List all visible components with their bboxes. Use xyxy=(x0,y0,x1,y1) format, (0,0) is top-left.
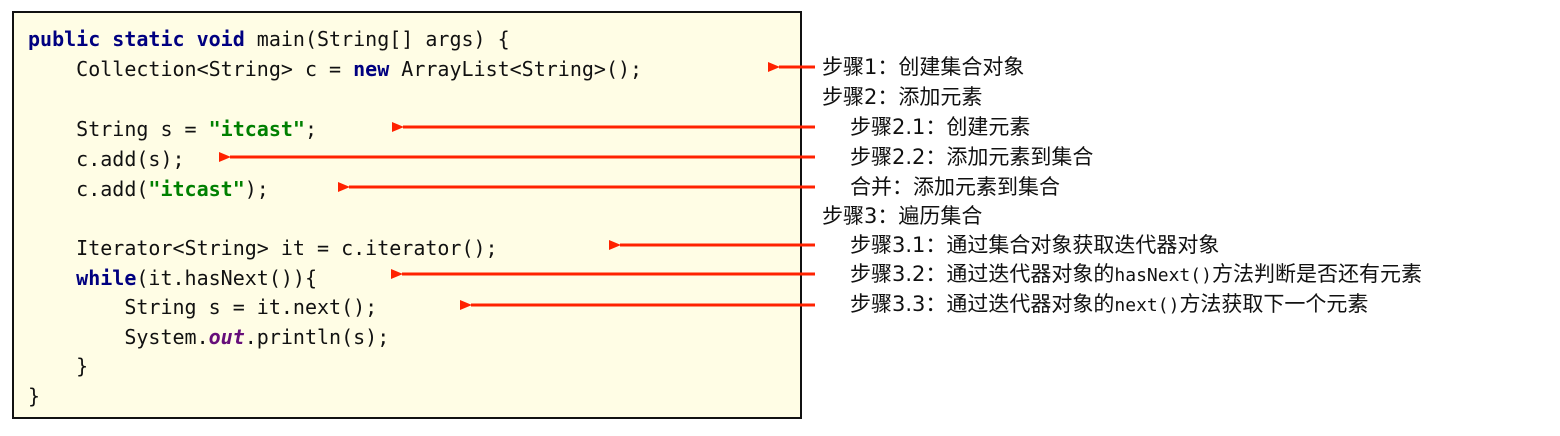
code-text: ; xyxy=(304,117,317,141)
code-text: c.add( xyxy=(28,177,149,201)
note-step-3-1: 步骤3.1：通过集合对象获取迭代器对象 xyxy=(850,233,1220,257)
note-text: 步骤3.2：通过迭代器对象的 xyxy=(850,262,1115,286)
code-text: String s = it.next(); xyxy=(28,295,378,319)
code-text: main(String[] args) { xyxy=(244,27,510,51)
code-text: ArrayList<String>(); xyxy=(389,57,643,81)
keyword: public static void xyxy=(28,27,245,51)
static-field: out xyxy=(208,325,245,349)
code-line-println: System.out.println(s); xyxy=(28,325,389,349)
code-text: } xyxy=(28,384,41,408)
code-panel: public static void main(String[] args) {… xyxy=(12,11,802,419)
code-text: System. xyxy=(28,325,209,349)
code-text: String s = xyxy=(28,117,209,141)
keyword: new xyxy=(353,57,390,81)
keyword: while xyxy=(76,266,137,290)
inline-code: next() xyxy=(1114,295,1180,316)
code-text: } xyxy=(28,354,89,378)
code-line-create-collection: Collection<String> c = new ArrayList<Str… xyxy=(28,57,642,81)
note-step-1: 步骤1：创建集合对象 xyxy=(822,55,1025,79)
code-line-close-method: } xyxy=(28,384,40,408)
code-text: Iterator<String> it = c.iterator(); xyxy=(28,236,498,260)
note-step-2-1: 步骤2.1：创建元素 xyxy=(850,115,1031,139)
code-line-add-literal: c.add("itcast"); xyxy=(28,177,269,201)
code-line-create-string: String s = "itcast"; xyxy=(28,117,317,141)
string-literal: "itcast" xyxy=(208,117,305,141)
note-step-3-2: 步骤3.2：通过迭代器对象的hasNext()方法判断是否还有元素 xyxy=(850,261,1422,287)
code-line-while: while(it.hasNext()){ xyxy=(28,266,317,290)
note-text: 方法判断是否还有元素 xyxy=(1211,262,1422,286)
note-step-3-3: 步骤3.3：通过迭代器对象的next()方法获取下一个元素 xyxy=(850,291,1368,317)
note-merge: 合并：添加元素到集合 xyxy=(850,175,1060,199)
code-text: Collection<String> c = xyxy=(28,57,354,81)
inline-code: hasNext() xyxy=(1114,265,1212,286)
code-line-close-loop: } xyxy=(28,354,88,378)
code-line-add-variable: c.add(s); xyxy=(28,147,185,171)
note-text: 步骤3.3：通过迭代器对象的 xyxy=(850,292,1115,316)
string-literal: "itcast" xyxy=(148,177,245,201)
note-step-2-2: 步骤2.2：添加元素到集合 xyxy=(850,145,1094,169)
code-text: ); xyxy=(244,177,269,201)
code-text: c.add(s); xyxy=(28,147,185,171)
code-line-main-signature: public static void main(String[] args) { xyxy=(28,27,510,51)
note-step-3: 步骤3：遍历集合 xyxy=(822,204,983,228)
code-text: .println(s); xyxy=(244,325,390,349)
code-line-iterator: Iterator<String> it = c.iterator(); xyxy=(28,236,498,260)
note-text: 方法获取下一个元素 xyxy=(1179,292,1369,316)
code-line-next: String s = it.next(); xyxy=(28,295,377,319)
note-step-2: 步骤2：添加元素 xyxy=(822,85,983,109)
code-text: (it.hasNext()){ xyxy=(136,266,318,290)
